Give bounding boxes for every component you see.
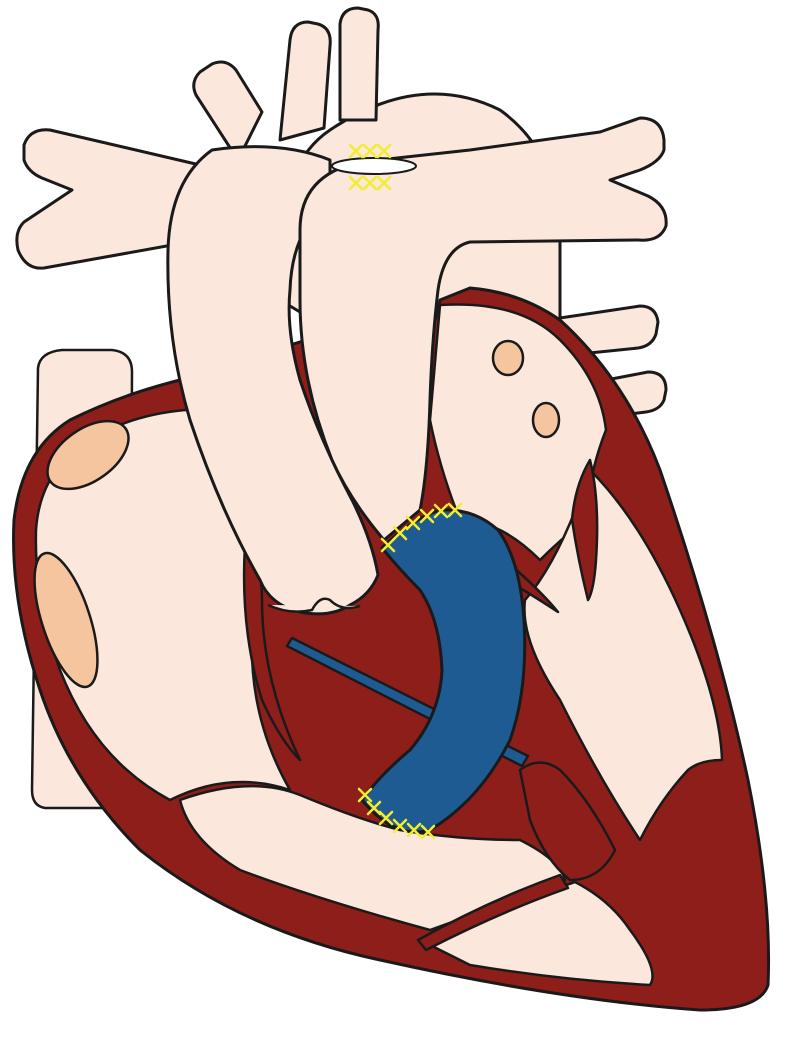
carotid-artery [280,22,330,140]
ostium-upper [493,341,523,375]
subclavian-artery [340,8,378,120]
anastomosis-opening [332,158,416,174]
ostium-lower [533,403,559,437]
